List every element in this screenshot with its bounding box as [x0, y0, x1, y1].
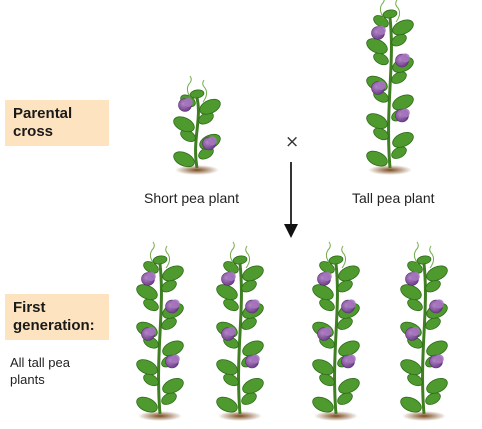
first-generation-result: All tall pea plants	[10, 354, 100, 388]
offspring-pea-plant-3	[312, 241, 360, 421]
offspring-pea-plant-4	[400, 241, 448, 421]
first-generation-label: First generation:	[5, 294, 109, 340]
parental-label-line2: cross	[13, 123, 54, 140]
parental-cross-label: Parental cross	[5, 100, 109, 146]
generation-arrow	[284, 162, 298, 238]
short-pea-plant	[173, 75, 221, 175]
cross-symbol: ×	[285, 132, 300, 152]
first-generation-label-line1: First	[13, 299, 46, 316]
short-plant-caption: Short pea plant	[144, 190, 239, 206]
tall-plant-caption: Tall pea plant	[352, 190, 435, 206]
offspring-pea-plant-2	[216, 241, 264, 421]
result-line2: plants	[10, 372, 45, 387]
first-generation-label-line2: generation:	[13, 317, 95, 334]
parental-label-line1: Parental	[13, 105, 73, 122]
offspring-pea-plant-1	[136, 241, 184, 421]
result-line1: All tall pea	[10, 355, 70, 370]
tall-pea-plant	[366, 0, 414, 175]
